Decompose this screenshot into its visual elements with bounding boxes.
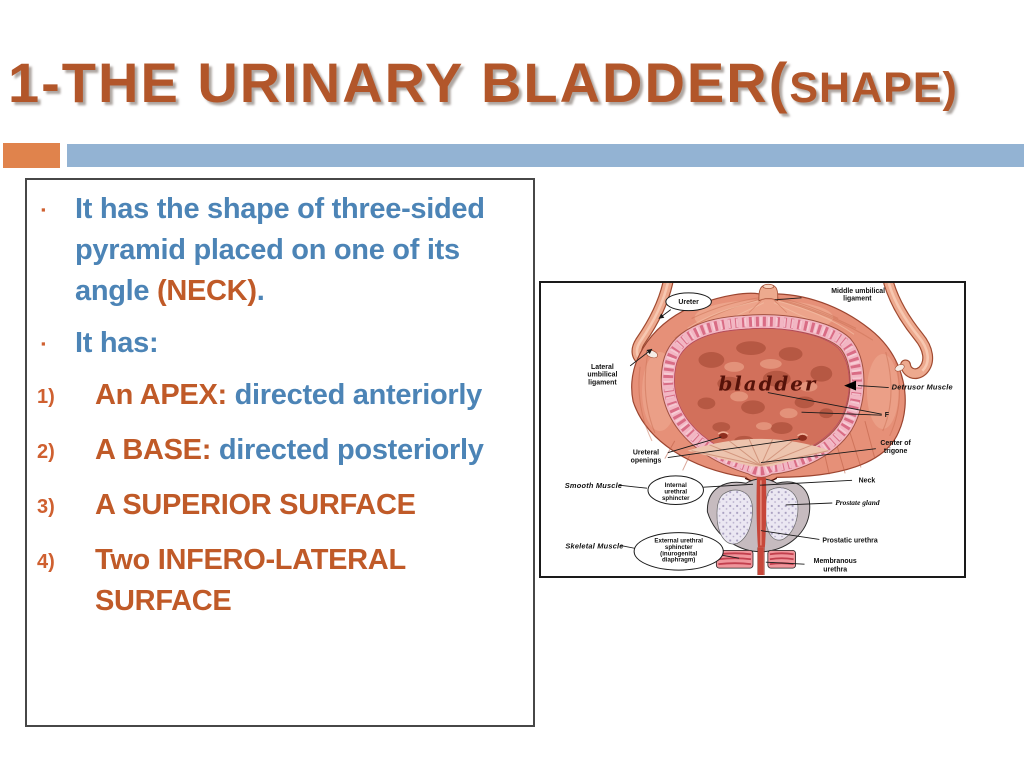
page-title: 1-THE URINARY BLADDER(SHAPE) bbox=[8, 50, 958, 115]
label-internal-sphincter-2: urethral bbox=[664, 489, 687, 496]
number-marker: 1) bbox=[37, 386, 55, 408]
list-item: 2) A BASE: directed posteriorly bbox=[27, 430, 533, 474]
label-external-sphincter-2: sphincter bbox=[665, 544, 693, 551]
list-item: ▪ It has the shape of three-sided pyrami… bbox=[27, 189, 533, 312]
label-external-sphincter-4: diaphragm) bbox=[662, 557, 695, 564]
content-textbox: ▪ It has the shape of three-sided pyrami… bbox=[25, 178, 535, 727]
label-center-trigone-1: Center of bbox=[880, 440, 911, 447]
label-external-sphincter-3: (inurogenital bbox=[660, 550, 697, 557]
internal-sphincter-label-oval bbox=[647, 475, 704, 505]
ureter-junction-right bbox=[894, 364, 905, 372]
label-external-sphincter-1: External urethral bbox=[654, 537, 703, 544]
diagram-labels: Ureter Middle umbilical ligament Lateral… bbox=[565, 288, 953, 574]
detrusor-arrow-icon bbox=[844, 380, 857, 391]
label-membranous-urethra-2: urethra bbox=[823, 567, 847, 574]
bladder-diagram: bladder bbox=[539, 281, 966, 578]
list-item-text: Two INFERO-LATERAL SURFACE bbox=[95, 544, 406, 617]
label-internal-sphincter-3: sphincter bbox=[662, 495, 690, 502]
label-middle-umbilical-1: Middle umbilical bbox=[831, 288, 885, 295]
urogenital-diaphragm bbox=[715, 547, 796, 576]
label-membranous-urethra-1: Membranous bbox=[814, 558, 857, 565]
number-marker: 2) bbox=[37, 441, 55, 463]
membranous-urethra-channel bbox=[757, 547, 764, 576]
label-internal-sphincter-1: Internal bbox=[665, 482, 687, 489]
list-item: 4) Two INFERO-LATERAL SURFACE bbox=[27, 540, 533, 622]
accent-square bbox=[3, 143, 60, 168]
leader-lines bbox=[619, 297, 889, 565]
label-skeletal-muscle: Skeletal Muscle bbox=[565, 541, 623, 550]
label-lateral-umbilical-1: Lateral bbox=[591, 364, 614, 371]
list-item-text: An APEX: directed anteriorly bbox=[95, 379, 482, 411]
label-middle-umbilical-2: ligament bbox=[843, 296, 872, 303]
list-item: 3) A SUPERIOR SURFACE bbox=[27, 485, 533, 529]
list-item: 1) An APEX: directed anteriorly bbox=[27, 375, 533, 419]
list-item-text: A SUPERIOR SURFACE bbox=[95, 489, 416, 521]
bladder-illustration: bladder bbox=[565, 283, 953, 576]
label-prostatic-urethra: Prostatic urethra bbox=[822, 537, 878, 544]
label-ureteral-openings-2: openings bbox=[631, 458, 662, 465]
label-center-trigone-2: trigone bbox=[884, 448, 908, 455]
label-smooth-muscle: Smooth Muscle bbox=[565, 481, 622, 490]
list-item: ▪ It has: bbox=[27, 323, 533, 364]
prostate bbox=[706, 477, 811, 553]
label-ureteral-openings-1: Ureteral bbox=[633, 450, 659, 457]
list-item-text: A BASE: directed posteriorly bbox=[95, 434, 484, 466]
number-marker: 4) bbox=[37, 551, 55, 573]
bladder-mucosa-and-cavity: bladder bbox=[660, 314, 865, 478]
label-ureter: Ureter bbox=[678, 299, 699, 306]
list-item-text: It has the shape of three-sided pyramid … bbox=[75, 193, 485, 307]
external-sphincter-label-oval bbox=[633, 532, 724, 571]
accent-bar bbox=[67, 144, 1024, 167]
number-marker: 3) bbox=[37, 496, 55, 518]
page-title-sub: SHAPE) bbox=[789, 64, 958, 112]
bullet-marker: ▪ bbox=[41, 336, 46, 351]
list-item-text: It has: bbox=[75, 327, 159, 359]
ureter-label-oval bbox=[665, 292, 712, 312]
bladder-text: bladder bbox=[718, 372, 817, 396]
label-lateral-umbilical-2: umbilical bbox=[587, 372, 617, 379]
label-neck: Neck bbox=[859, 477, 876, 484]
urachus-stalk bbox=[748, 283, 787, 313]
label-detrusor: Detrusor Muscle bbox=[892, 383, 953, 392]
bullet-marker: ▪ bbox=[41, 202, 46, 217]
page-title-main: 1-THE URINARY BLADDER( bbox=[8, 51, 790, 114]
label-lateral-umbilical-3: ligament bbox=[588, 380, 617, 387]
label-f: F bbox=[885, 412, 889, 419]
label-prostate-gland: Prostate gland bbox=[835, 498, 880, 507]
ureteral-opening-right bbox=[797, 433, 808, 441]
